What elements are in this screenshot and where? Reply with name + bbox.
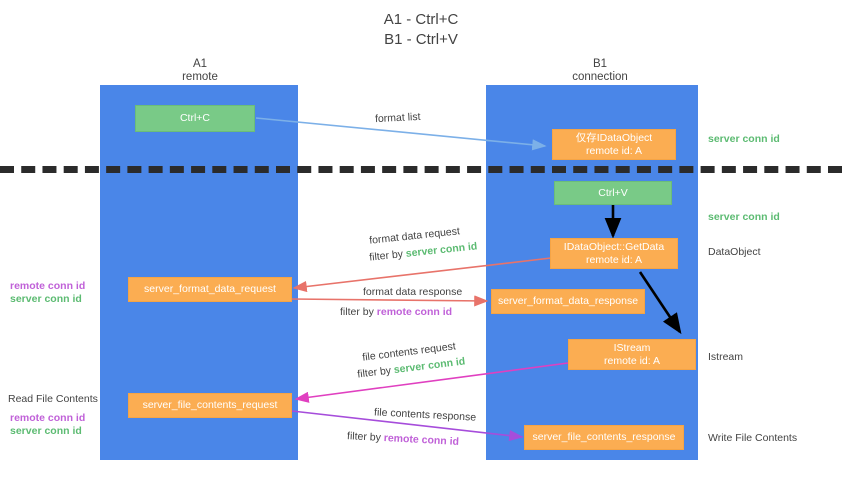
arrow-format-data-response [291,295,489,307]
box-server-file-contents-response[interactable]: server_file_contents_response [524,425,684,450]
filter-by-text-3: filter by [356,364,392,381]
remote-conn-id-text-1: remote conn id [376,306,453,318]
box-server-file-contents-response-label: server_file_contents_response [532,431,676,443]
box-store-idataobject-line1: 仅存IDataObject [575,131,653,144]
box-ctrl-c[interactable]: Ctrl+C [135,105,255,132]
filter-by-text-1: filter by [368,248,404,264]
phase-separator-dashed-line [0,166,842,173]
page-title: A1 - Ctrl+C B1 - Ctrl+V [0,10,842,50]
annotation-left-server-conn-id-1: server conn id [10,293,82,305]
lane-b1-name: B1 [592,58,608,70]
filter-by-text-4: filter by [346,430,382,444]
box-istream[interactable]: IStream remote id: A [568,339,696,370]
box-store-idataobject[interactable]: 仅存IDataObject remote id: A [552,129,676,160]
box-ctrl-v[interactable]: Ctrl+V [554,181,672,205]
edge-label-format-data-response-text: format data response [363,286,463,298]
lane-a1-name: A1 [192,58,208,70]
edge-label-file-contents-response-text: file contents response [373,406,477,424]
annotation-server-conn-id-top: server conn id [708,133,780,145]
box-server-file-contents-request[interactable]: server_file_contents_request [128,393,292,418]
edge-label-format-list: format list [375,110,421,126]
box-istream-line1: IStream [613,341,651,354]
annotation-left-remote-conn-id-1: remote conn id [10,280,86,292]
box-server-format-data-response[interactable]: server_format_data_response [491,289,645,314]
annotation-left-server-conn-id-2: server conn id [10,425,82,437]
annotation-left-remote-conn-id-2: remote conn id [10,412,86,424]
box-istream-line2: remote id: A [603,354,661,367]
annotation-read-file-contents: Read File Contents [8,393,98,405]
box-ctrl-c-label: Ctrl+C [179,112,211,124]
lane-a1-sub: remote [182,71,218,83]
box-idataobject-getdata[interactable]: IDataObject::GetData remote id: A [550,238,678,269]
box-ctrl-v-label: Ctrl+V [598,186,628,199]
box-server-format-data-request-label: server_format_data_request [144,283,276,295]
annotation-write-file-contents: Write File Contents [708,432,798,444]
annotation-istream: Istream [708,351,744,363]
box-idataobject-getdata-line2: remote id: A [585,253,643,266]
box-store-idataobject-line2: remote id: A [585,144,643,157]
box-server-format-data-response-label: server_format_data_response [497,295,639,307]
edge-filter-format-data-response: filter by remote conn id [340,305,452,319]
title-line-1: A1 - Ctrl+C [383,11,459,28]
lane-b1-sub: connection [572,71,628,83]
annotation-data-object: DataObject [708,246,761,258]
annotation-server-conn-id-mid: server conn id [708,211,780,223]
filter-by-text-2: filter by [340,306,374,318]
edge-label-format-data-response: format data response [363,285,462,299]
box-server-format-data-request[interactable]: server_format_data_request [128,277,292,302]
server-conn-id-text-1: server conn id [405,240,478,260]
edge-label-format-list-text: format list [374,110,421,126]
edge-label-file-contents-response: file contents response [374,405,477,424]
lane-header-a1: A1 remote [100,58,300,84]
lane-header-b1: B1 connection [500,58,700,84]
box-idataobject-getdata-line1: IDataObject::GetData [563,240,665,253]
title-line-2: B1 - Ctrl+V [384,31,458,48]
edge-filter-file-contents-response: filter by remote conn id [347,429,460,449]
remote-conn-id-text-2: remote conn id [383,432,460,448]
box-server-file-contents-request-label: server_file_contents_request [142,399,278,411]
